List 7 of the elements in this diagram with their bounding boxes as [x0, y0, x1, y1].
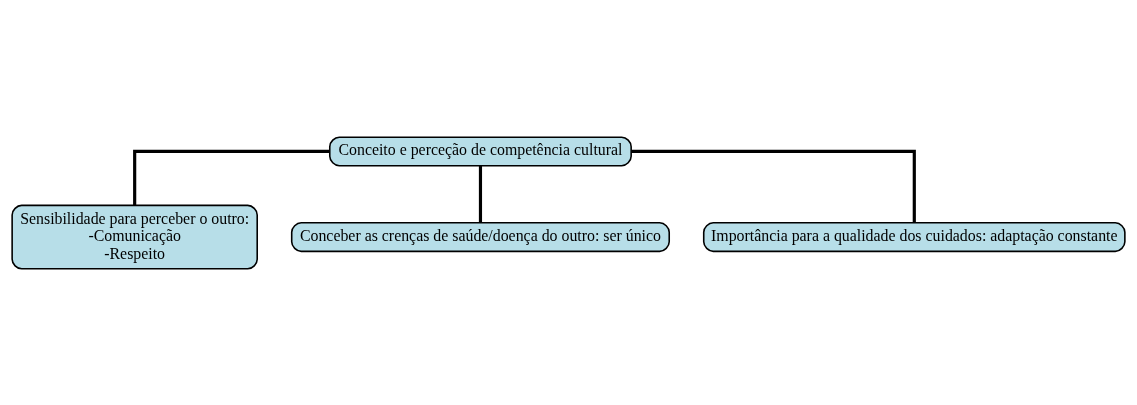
- connector: [133, 149, 330, 205]
- node-box: Sensibilidade para perceber o outro: -Comunicação -Respeito: [11, 204, 258, 270]
- connector: [631, 149, 916, 223]
- connector: [478, 165, 483, 223]
- node-box: Conceber as crenças de saúde/doença do outro: ser único: [290, 221, 670, 252]
- node-box: Importância para a qualidade dos cuidados: adaptação constante: [702, 221, 1126, 252]
- node-box: Conceito e perceção de competência cultural: [329, 135, 632, 166]
